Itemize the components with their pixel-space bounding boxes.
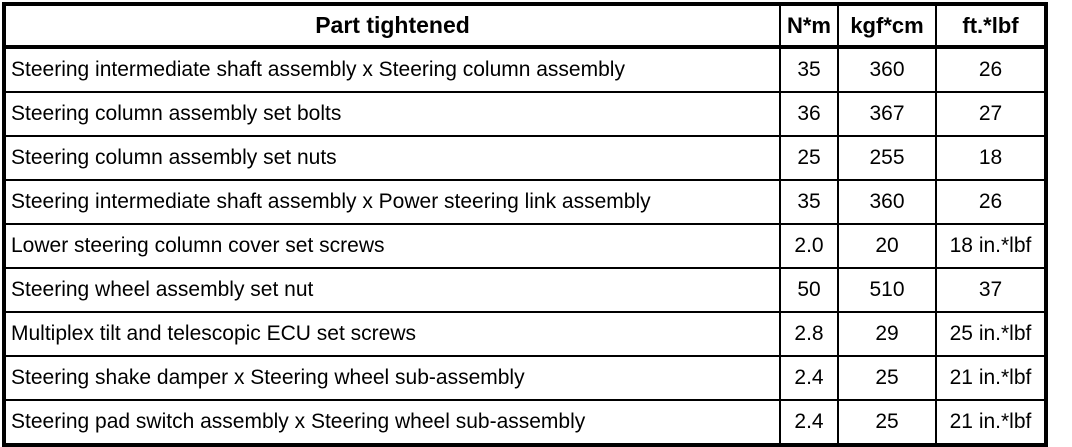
cell-part: Steering intermediate shaft assembly x P…	[4, 179, 781, 225]
cell-kgfcm: 29	[837, 311, 937, 357]
table-row: Multiplex tilt and telescopic ECU set sc…	[4, 311, 1046, 357]
cell-part: Steering pad switch assembly x Steering …	[4, 399, 781, 445]
cell-ftlbf: 27	[935, 91, 1046, 137]
cell-nm: 35	[779, 46, 839, 93]
cell-kgfcm: 510	[837, 267, 937, 313]
cell-part: Steering column assembly set nuts	[4, 135, 781, 181]
cell-nm: 2.4	[779, 355, 839, 401]
cell-ftlbf: 21 in.*lbf	[935, 399, 1046, 445]
table-header: Part tightened N*m kgf*cm ft.*lbf	[4, 4, 1046, 49]
table-row: Steering pad switch assembly x Steering …	[4, 399, 1046, 445]
column-header-kgfcm: kgf*cm	[837, 4, 937, 49]
cell-kgfcm: 360	[837, 46, 937, 93]
cell-part: Steering shake damper x Steering wheel s…	[4, 355, 781, 401]
cell-nm: 2.0	[779, 223, 839, 269]
cell-ftlbf: 21 in.*lbf	[935, 355, 1046, 401]
cell-part: Steering wheel assembly set nut	[4, 267, 781, 313]
column-header-ftlbf: ft.*lbf	[935, 4, 1046, 49]
table-row: Steering intermediate shaft assembly x S…	[4, 46, 1046, 93]
table-row: Steering column assembly set nuts 25 255…	[4, 135, 1046, 181]
cell-nm: 36	[779, 91, 839, 137]
cell-part: Steering column assembly set bolts	[4, 91, 781, 137]
cell-ftlbf: 26	[935, 179, 1046, 225]
cell-ftlbf: 26	[935, 46, 1046, 93]
cell-kgfcm: 255	[837, 135, 937, 181]
table-row: Steering shake damper x Steering wheel s…	[4, 355, 1046, 401]
cell-ftlbf: 37	[935, 267, 1046, 313]
cell-ftlbf: 25 in.*lbf	[935, 311, 1046, 357]
cell-ftlbf: 18 in.*lbf	[935, 223, 1046, 269]
cell-nm: 25	[779, 135, 839, 181]
cell-kgfcm: 25	[837, 399, 937, 445]
cell-kgfcm: 25	[837, 355, 937, 401]
cell-kgfcm: 360	[837, 179, 937, 225]
torque-specification-page: Part tightened N*m kgf*cm ft.*lbf Steeri…	[2, 2, 1048, 447]
cell-part: Multiplex tilt and telescopic ECU set sc…	[4, 311, 781, 357]
table-row: Lower steering column cover set screws 2…	[4, 223, 1046, 269]
cell-kgfcm: 367	[837, 91, 937, 137]
cell-ftlbf: 18	[935, 135, 1046, 181]
cell-nm: 50	[779, 267, 839, 313]
table-header-row: Part tightened N*m kgf*cm ft.*lbf	[4, 4, 1046, 49]
table-row: Steering column assembly set bolts 36 36…	[4, 91, 1046, 137]
table-body: Steering intermediate shaft assembly x S…	[4, 46, 1046, 445]
table-row: Steering wheel assembly set nut 50 510 3…	[4, 267, 1046, 313]
cell-part: Lower steering column cover set screws	[4, 223, 781, 269]
cell-part: Steering intermediate shaft assembly x S…	[4, 46, 781, 93]
table-row: Steering intermediate shaft assembly x P…	[4, 179, 1046, 225]
cell-nm: 2.4	[779, 399, 839, 445]
column-header-part-tightened: Part tightened	[4, 4, 781, 49]
cell-nm: 2.8	[779, 311, 839, 357]
cell-nm: 35	[779, 179, 839, 225]
torque-specification-table: Part tightened N*m kgf*cm ft.*lbf Steeri…	[2, 2, 1048, 447]
column-header-nm: N*m	[779, 4, 839, 49]
cell-kgfcm: 20	[837, 223, 937, 269]
